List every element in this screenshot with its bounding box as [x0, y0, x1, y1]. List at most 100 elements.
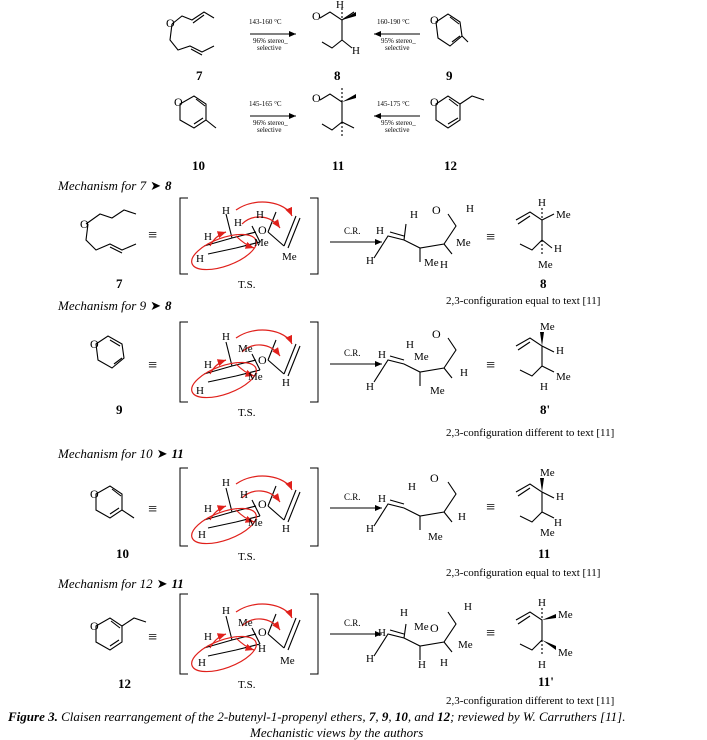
methyl-label: Me [458, 639, 473, 651]
hydrogen-label: H [466, 203, 474, 215]
transition-state-structure: H H H Me O Me H [187, 330, 301, 405]
transition-state-structure: H H H Me O H Me [187, 604, 301, 679]
methyl-label: Me [540, 321, 555, 333]
methyl-label: Me [282, 251, 297, 263]
selectivity-9-to-8-line2: selective [385, 44, 410, 52]
product-label: 8 [540, 276, 547, 291]
mechanism-panel-4: Mechanism for 12➤11 O 12 ≡ H H H Me O H … [57, 576, 614, 707]
cr-label: C.R. [344, 492, 361, 502]
chair-product-structure [373, 337, 457, 386]
product-structure [515, 483, 555, 523]
hydrogen-label: H [204, 231, 212, 243]
hydrogen-label: H [440, 259, 448, 271]
transition-state-structure: H H H H O Me H [187, 476, 301, 551]
product-label: 11 [538, 546, 550, 561]
product-structure [515, 208, 555, 254]
compound-11-structure [319, 88, 355, 136]
selectivity-7-to-8-line2: selective [257, 44, 282, 52]
mechanism-title: Mechanism for 12➤11 [57, 576, 184, 591]
hydrogen-label: H [204, 631, 212, 643]
compound-label-11: 11 [332, 158, 344, 173]
methyl-label: Me [248, 371, 263, 383]
methyl-label: Me [456, 237, 471, 249]
condition-9-to-8: 160-190 °C [377, 18, 410, 26]
selectivity-7-to-8-line1: 96% stereo_ [253, 37, 288, 45]
reactant-7-structure [85, 209, 137, 254]
wedge-bond [540, 478, 544, 492]
chair-product-structure [373, 213, 457, 262]
hydrogen-label: H [204, 359, 212, 371]
compound-label-12: 12 [444, 158, 457, 173]
wedge-bond [342, 12, 356, 20]
oxygen-label: O [430, 621, 439, 635]
top-reaction-row-1: O 7 143-160 °C 96% stereo_ selective O H… [166, 0, 469, 83]
hydrogen-label: H [336, 0, 344, 11]
methyl-label: Me [238, 617, 253, 629]
cr-label: C.R. [344, 226, 361, 236]
figure-caption-line2: Mechanistic views by the authors [249, 725, 423, 740]
configuration-note: 2,3-configuration equal to text [11] [446, 295, 600, 307]
hydrogen-label: H [418, 659, 426, 671]
oxygen-label: O [430, 13, 439, 27]
hydrogen-label: H [540, 381, 548, 393]
condition-7-to-8: 143-160 °C [249, 18, 282, 26]
oxygen-label: O [90, 487, 99, 501]
hydrogen-label: H [204, 503, 212, 515]
product-structure [515, 337, 555, 377]
configuration-note: 2,3-configuration equal to text [11] [446, 567, 600, 579]
reactant-12-structure [95, 617, 147, 651]
hydrogen-label: H [440, 657, 448, 669]
ts-bracket-left [179, 197, 188, 275]
hydrogen-label: H [378, 627, 386, 639]
hydrogen-label: H [400, 607, 408, 619]
compound-12-structure [435, 95, 485, 129]
oxygen-label: O [166, 16, 175, 30]
hydrogen-label: H [554, 243, 562, 255]
product-label: 11' [538, 674, 554, 689]
hydrogen-label: H [458, 511, 466, 523]
methyl-label: Me [238, 343, 253, 355]
chair-product-structure [373, 481, 457, 530]
methyl-label: Me [424, 257, 439, 269]
hydrogen-label: H [378, 349, 386, 361]
hydrogen-label: H [198, 657, 206, 669]
methyl-label: Me [414, 621, 429, 633]
hydrogen-label: H [234, 217, 242, 229]
equivalence-symbol: ≡ [486, 229, 495, 246]
reactant-label: 12 [118, 676, 131, 691]
chair-product-structure [373, 611, 457, 660]
hydrogen-label: H [366, 653, 374, 665]
hydrogen-label: H [198, 529, 206, 541]
methyl-label: Me [540, 527, 555, 539]
ts-bracket-left [179, 467, 188, 547]
compound-label-7: 7 [196, 68, 203, 83]
compound-7-structure [169, 11, 215, 56]
compound-label-8: 8 [334, 68, 341, 83]
wedge-bond [342, 94, 356, 102]
hydrogen-label: H [196, 253, 204, 265]
hydrogen-label: H [410, 209, 418, 221]
methyl-label: Me [558, 647, 573, 659]
methyl-label: Me [414, 351, 429, 363]
figure-caption-line1: Figure 3. Claisen rearrangement of the 2… [7, 709, 625, 724]
hydrogen-label: H [366, 255, 374, 267]
oxygen-label: O [258, 497, 267, 511]
equivalence-symbol: ≡ [148, 357, 157, 374]
configuration-note: 2,3-configuration different to text [11] [446, 695, 614, 707]
wedge-bond [542, 640, 556, 650]
ts-label: T.S. [238, 551, 256, 563]
oxygen-label: O [80, 217, 89, 231]
hydrogen-label: H [556, 491, 564, 503]
methyl-label: Me [556, 209, 571, 221]
reactant-label: 9 [116, 402, 123, 417]
top-reaction-row-2: O 10 145-165 °C 96% stereo_ selective O … [174, 88, 485, 173]
mechanism-panel-3: Mechanism for 10➤11 O 10 ≡ H H H H O Me … [57, 446, 600, 579]
hydrogen-label: H [282, 377, 290, 389]
methyl-label: Me [538, 259, 553, 271]
methyl-label: Me [556, 371, 571, 383]
hydrogen-label: H [464, 601, 472, 613]
hydrogen-label: H [222, 331, 230, 343]
selectivity-12-to-11-line2: selective [385, 126, 410, 134]
equivalence-symbol: ≡ [148, 227, 157, 244]
